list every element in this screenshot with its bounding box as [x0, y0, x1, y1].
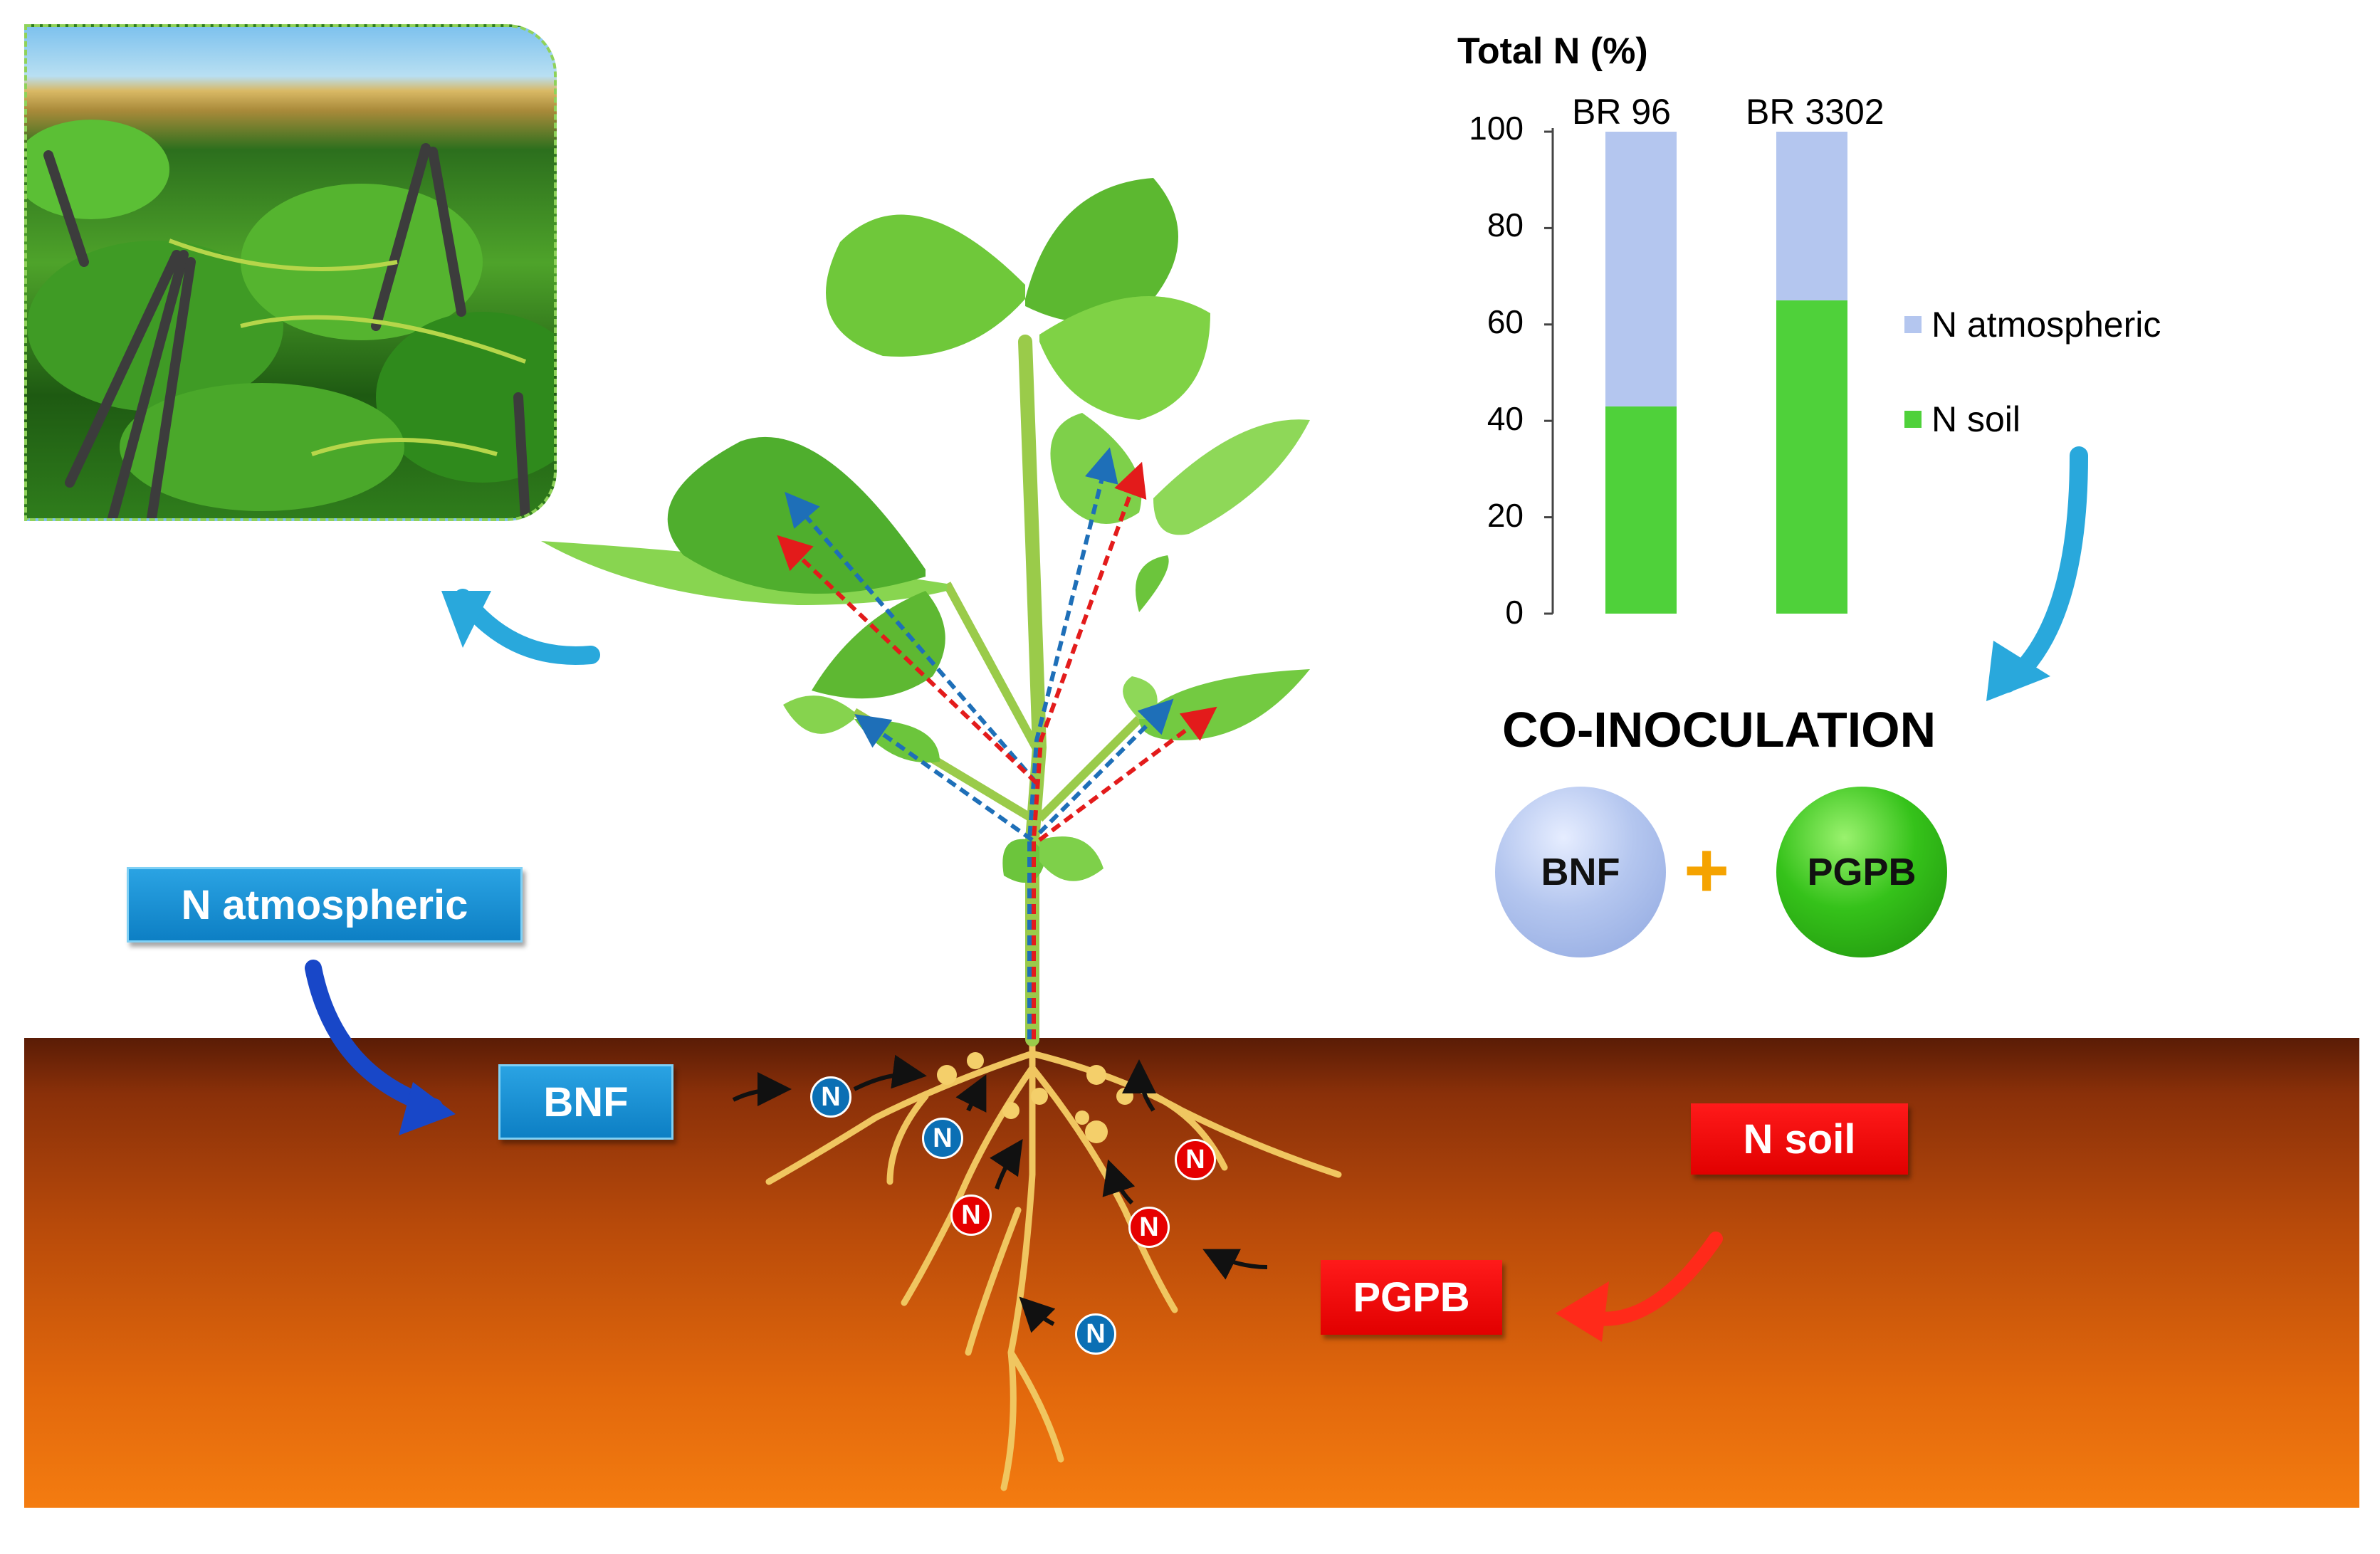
- transport-lines: [777, 447, 1217, 1039]
- y-tick-label: 80: [1487, 206, 1524, 243]
- curved-arrow-atm-to-bnf-head: [399, 1082, 456, 1135]
- y-tick-label: 100: [1469, 110, 1524, 147]
- pgpb-bubble: PGPB: [1776, 787, 1947, 957]
- chart-title: Total N (%): [1457, 31, 1648, 72]
- category-label-br96: BR 96: [1572, 92, 1671, 132]
- field-photo: [24, 24, 557, 521]
- field-photo-illustration: [27, 120, 554, 518]
- n-atom-red: N: [1128, 1207, 1170, 1248]
- bar-n-soil-br-96: [1605, 406, 1677, 614]
- bar-n-atmospheric-br-96: [1605, 132, 1677, 406]
- legend-swatch-n-soil: [1904, 411, 1922, 428]
- bar-n-soil-br-3302: [1776, 300, 1847, 614]
- curved-arrow-soil-to-pgpb-head: [1556, 1281, 1609, 1342]
- n-atom-blue: N: [810, 1076, 851, 1118]
- legend-item-n-soil: N soil: [1904, 399, 2020, 440]
- legend-label: N atmospheric: [1931, 305, 2161, 345]
- y-tick-label: 0: [1505, 594, 1524, 631]
- n-atom-blue: N: [922, 1118, 963, 1159]
- category-label-br3302: BR 3302: [1746, 92, 1884, 132]
- n-atmospheric-label: N atmospheric: [127, 867, 523, 943]
- n-atom-red: N: [1175, 1139, 1216, 1180]
- legend-swatch-n-atmospheric: [1904, 316, 1922, 333]
- curved-arrow-soil-to-pgpb: [1580, 1232, 1723, 1326]
- bnf-label: BNF: [498, 1064, 673, 1140]
- legend-item-n-atmospheric: N atmospheric: [1904, 304, 2161, 345]
- stem: [1018, 335, 1047, 1046]
- y-tick-label: 40: [1487, 400, 1524, 437]
- n-atom-blue: N: [1075, 1313, 1116, 1355]
- curved-arrow-to-photo-head: [441, 591, 491, 648]
- bar-n-atmospheric-br-3302: [1776, 132, 1847, 300]
- curved-arrow-chart-to-coinoculation-head: [1986, 641, 2050, 701]
- curved-arrow-chart-to-coinoculation: [1998, 446, 2088, 693]
- plus-sign: +: [1684, 826, 1730, 914]
- leaves: [541, 178, 1310, 883]
- y-tick-label: 60: [1487, 303, 1524, 340]
- stacked-bar-chart: [1544, 128, 1847, 615]
- bnf-bubble: BNF: [1495, 787, 1666, 957]
- n-atom-red: N: [950, 1195, 992, 1236]
- root-system: [765, 1032, 1342, 1491]
- coinoculation-title: CO-INOCULATION: [1502, 702, 1936, 757]
- legend-label: N soil: [1931, 399, 2021, 439]
- pgpb-label: PGPB: [1321, 1260, 1502, 1335]
- y-tick-label: 20: [1487, 497, 1524, 534]
- n-soil-label: N soil: [1691, 1103, 1908, 1175]
- uptake-arrows: [732, 1054, 1268, 1333]
